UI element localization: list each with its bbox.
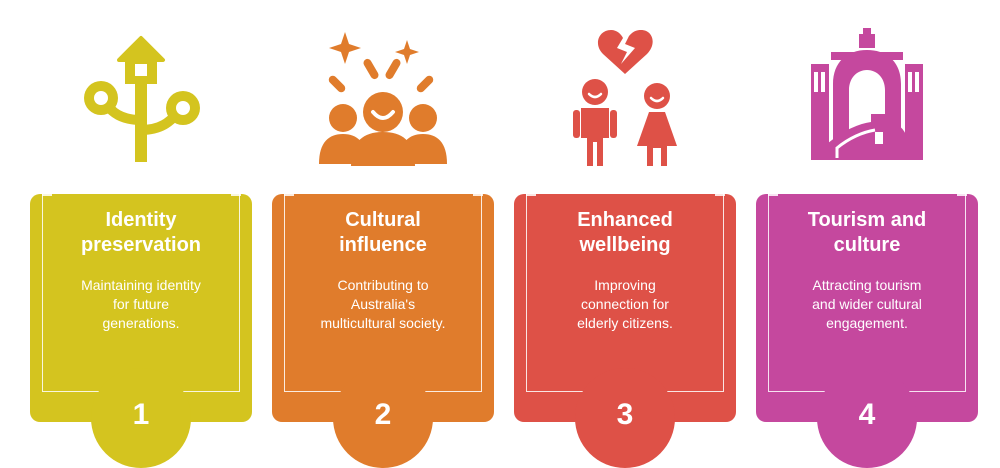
number-badge	[91, 368, 191, 468]
title-line-1: Enhanced	[577, 209, 673, 231]
desc-line-1: Improving	[594, 277, 656, 293]
step-card-1: Identity preservation Maintaining identi…	[30, 0, 252, 468]
desc-line-2: Australia's	[350, 296, 416, 312]
card-description: Improving connection for elderly citizen…	[538, 276, 712, 333]
group-celebration-icon	[272, 20, 494, 180]
desc-line-3: engagement.	[826, 315, 908, 331]
desc-line-3: generations.	[102, 315, 180, 331]
desc-line-2: and wider cultural	[812, 296, 922, 312]
broken-heart-couple-icon	[514, 20, 736, 180]
title-line-1: Identity	[105, 209, 177, 231]
card-title: Cultural influence	[272, 208, 494, 258]
desc-line-1: Maintaining identity	[81, 277, 201, 293]
title-line-2: preservation	[80, 234, 202, 256]
step-number: 4	[858, 398, 876, 431]
card-body: Enhanced wellbeing Improving connection …	[514, 194, 736, 468]
number-badge	[817, 368, 917, 468]
step-card-2: Cultural influence Contributing to Austr…	[272, 0, 494, 468]
title-line-2: influence	[339, 234, 427, 256]
card-body: Identity preservation Maintaining identi…	[30, 194, 252, 468]
title-line-1: Tourism and	[807, 209, 927, 231]
card-description: Maintaining identity for future generati…	[54, 276, 228, 333]
step-number: 3	[616, 398, 634, 431]
card-description: Contributing to Australia's multicultura…	[296, 276, 470, 333]
title-line-2: culture	[833, 234, 901, 256]
title-line-1: Cultural	[345, 209, 421, 231]
desc-line-1: Contributing to	[337, 277, 429, 293]
step-number: 2	[374, 398, 392, 431]
desc-line-1: Attracting tourism	[812, 277, 922, 293]
card-description: Attracting tourism and wider cultural en…	[780, 276, 954, 333]
title-line-2: wellbeing	[579, 234, 671, 256]
tree-house-icon	[30, 20, 252, 180]
card-body: Tourism and culture Attracting tourism a…	[756, 194, 978, 468]
number-badge	[575, 368, 675, 468]
desc-line-3: elderly citizens.	[577, 315, 673, 331]
card-title: Tourism and culture	[756, 208, 978, 258]
step-card-3: Enhanced wellbeing Improving connection …	[514, 0, 736, 468]
card-title: Identity preservation	[30, 208, 252, 258]
landmark-icon	[756, 20, 978, 180]
card-title: Enhanced wellbeing	[514, 208, 736, 258]
desc-line-3: multicultural society.	[320, 315, 446, 331]
desc-line-2: for future	[112, 296, 170, 312]
step-number: 1	[132, 398, 150, 431]
desc-line-2: connection for	[581, 296, 669, 312]
step-card-4: Tourism and culture Attracting tourism a…	[756, 0, 978, 468]
number-badge	[333, 368, 433, 468]
card-body: Cultural influence Contributing to Austr…	[272, 194, 494, 468]
